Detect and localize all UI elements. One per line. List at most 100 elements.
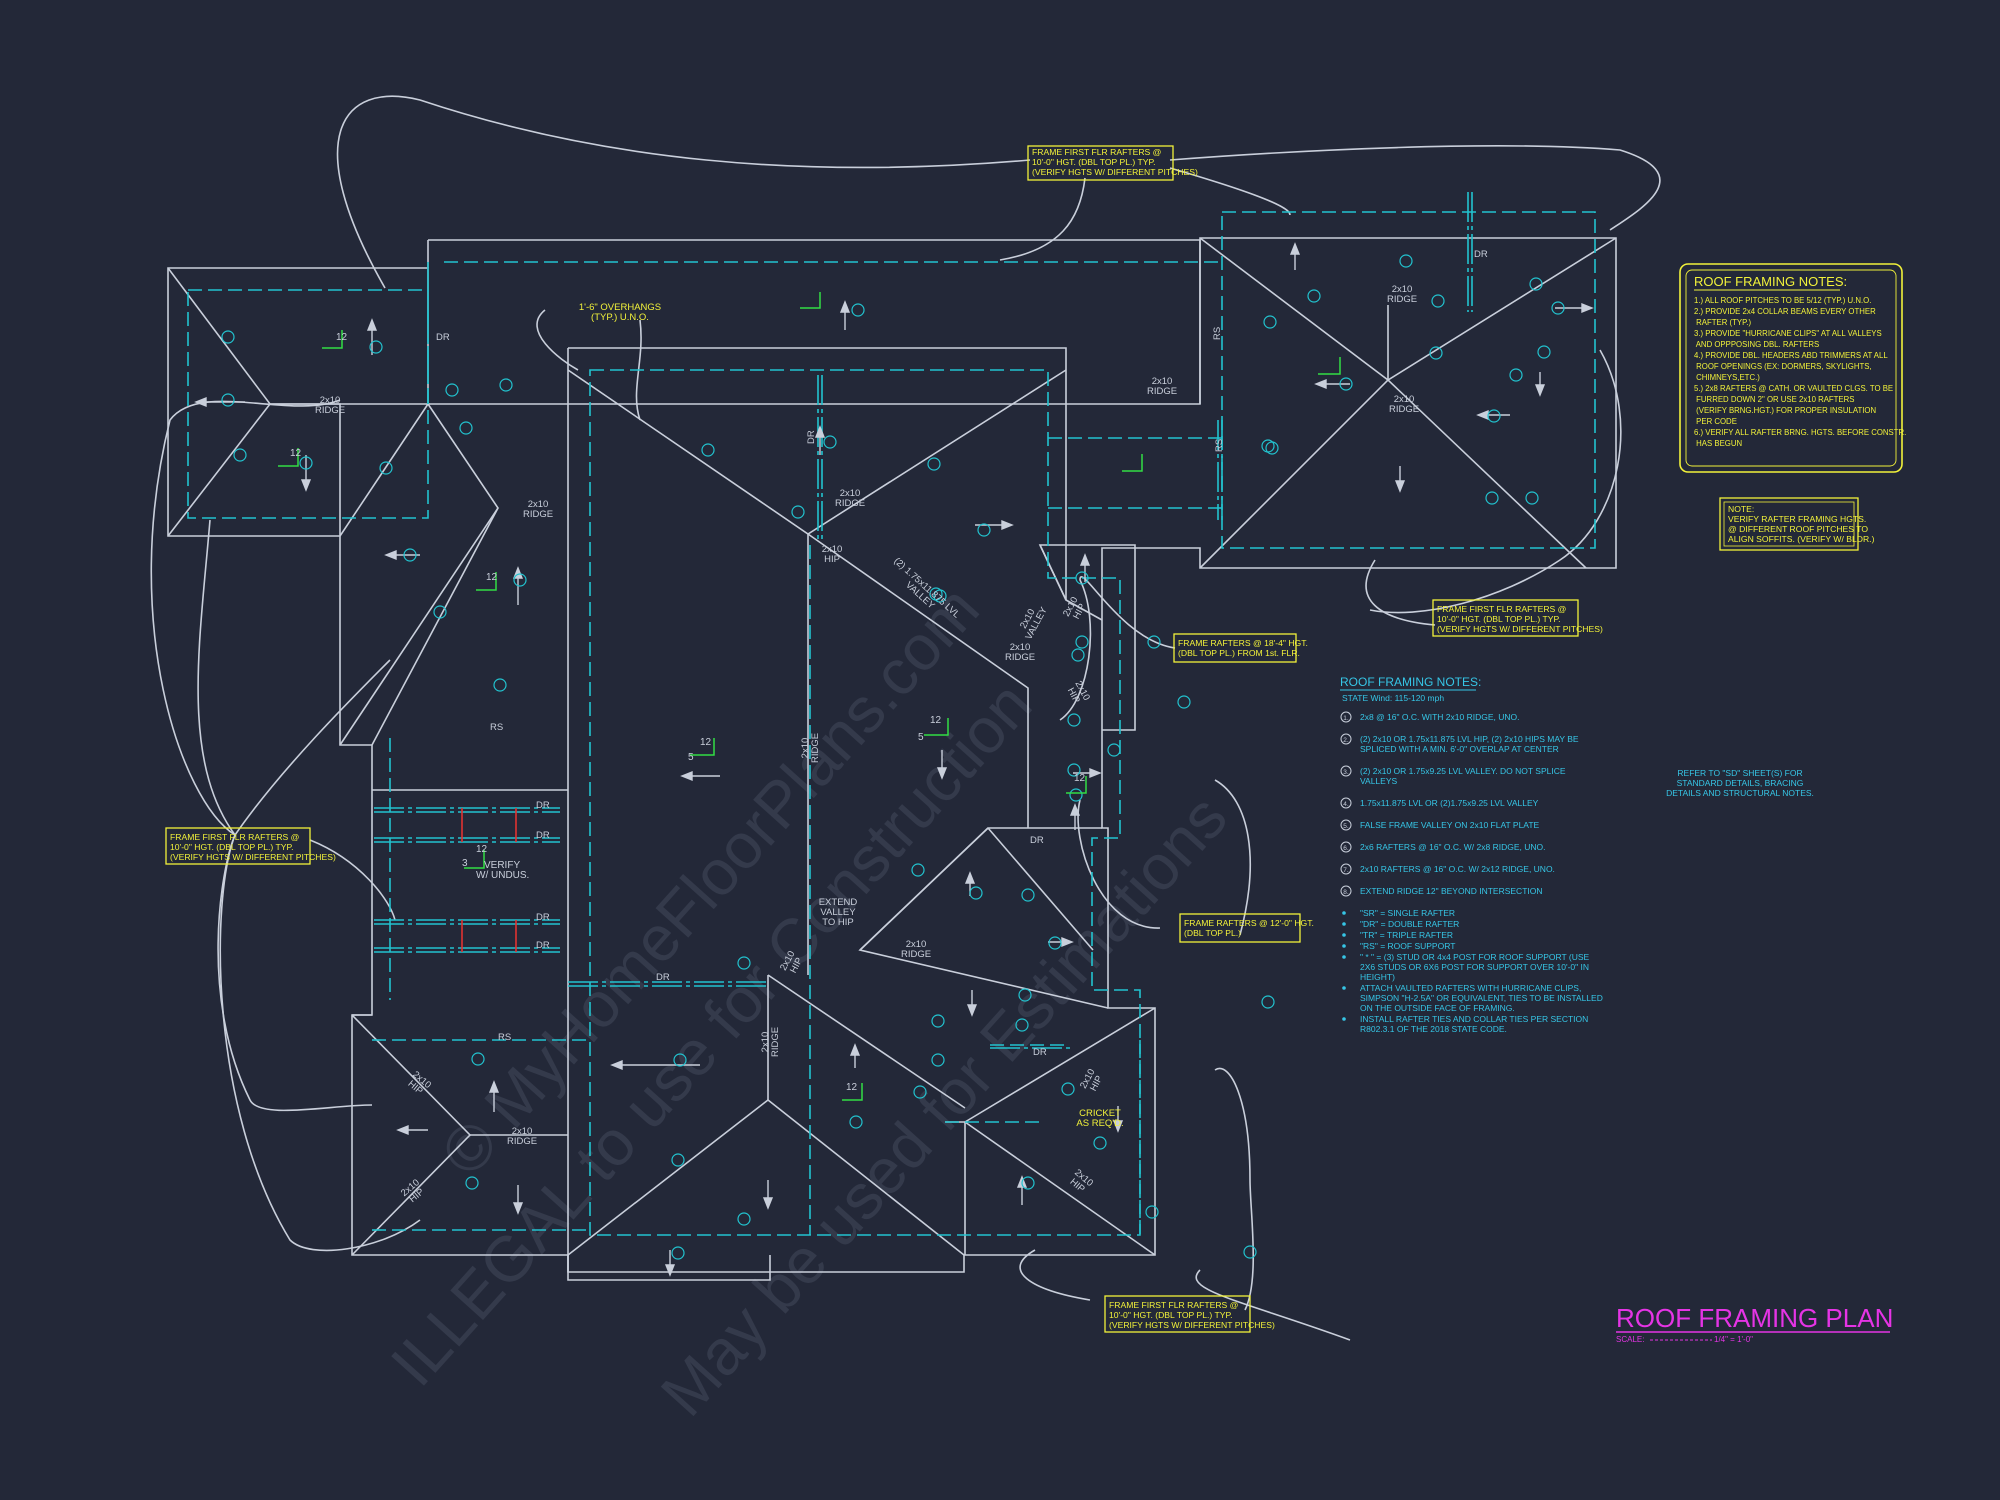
roof-note-line: 3.) PROVIDE "HURRICANE CLIPS" AT ALL VAL… [1694, 329, 1882, 338]
overhang-note: 1'-6" OVERHANGS(TYP.) U.N.O. [579, 302, 661, 323]
framing-notes: ROOF FRAMING NOTES: STATE Wind: 115-120 … [1340, 675, 1603, 1034]
framing-note-text: (2) 2x10 OR 1.75x11.875 LVL HIP, (2) 2x1… [1360, 734, 1579, 744]
framing-notes-items: 1.2x8 @ 16" O.C. WITH 2x10 RIDGE, UNO.2.… [1340, 711, 1603, 1034]
roof-note-line: 4.) PROVIDE DBL. HEADERS ABD TRIMMERS AT… [1694, 351, 1888, 360]
callout-text: FRAME FIRST FLR RAFTERS @10'-0" HGT. (DB… [1437, 604, 1603, 634]
pitch-label: 12 [846, 1082, 858, 1093]
framing-notes-subtitle: STATE Wind: 115-120 mph [1342, 693, 1444, 703]
bullet-dot [1342, 922, 1346, 926]
roof-support-label: RS [1212, 327, 1223, 340]
double-rafter-label: DR [1474, 249, 1488, 260]
roof-note-line: 5.) 2x8 RAFTERS @ CATH. OR VAULTED CLGS.… [1694, 384, 1893, 393]
roof-note-line: 6.) VERIFY ALL RAFTER BRNG. HGTS. BEFORE… [1694, 428, 1906, 437]
note-number-circle [1340, 863, 1352, 875]
bullet-dot [1342, 933, 1346, 937]
framing-note-text: VALLEYS [1360, 776, 1398, 786]
pitch-label: 12 [1074, 773, 1086, 784]
scale-label: SCALE: [1616, 1335, 1644, 1344]
framing-note-text: FALSE FRAME VALLEY ON 2x10 FLAT PLATE [1360, 820, 1540, 830]
roof-notes-title: ROOF FRAMING NOTES: [1694, 274, 1847, 289]
roof-note-line: 2.) PROVIDE 2x4 COLLAR BEAMS EVERY OTHER [1694, 307, 1876, 316]
verify-note-text: NOTE:VERIFY RAFTER FRAMING HGTS.@ DIFFER… [1728, 504, 1875, 544]
pitch-label: 12 [336, 332, 348, 343]
note-number: 2. [1343, 737, 1349, 744]
roof-note-line: RAFTER (TYP.) [1694, 318, 1751, 327]
framing-note-text: 2x10 RAFTERS @ 16" O.C. W/ 2x12 RIDGE, U… [1360, 864, 1555, 874]
pitch-label: 5 [688, 752, 694, 763]
ridge-label: 2x10RIDGE [800, 733, 821, 763]
roof-support-marks [461, 808, 517, 952]
reference-circles [221, 254, 1565, 1260]
callout-text: FRAME FIRST FLR RAFTERS @10'-0" HGT. (DB… [1109, 1300, 1275, 1330]
note-number-circle [1340, 711, 1352, 723]
roof-support-label: RS [490, 722, 503, 733]
note-number: 7. [1343, 867, 1349, 874]
framing-bullet-text: "SR" = SINGLE RAFTER [1360, 908, 1455, 918]
pitch-label: 12 [700, 737, 712, 748]
double-rafter-label: DR [1033, 1047, 1047, 1058]
framing-bullet-text: "TR" = TRIPLE RAFTER [1360, 930, 1453, 940]
pitch-label: 5 [918, 732, 924, 743]
bullet-dot [1342, 986, 1346, 990]
framing-bullet-text: ATTACH VAULTED RAFTERS WITH HURRICANE CL… [1360, 983, 1581, 993]
double-rafter-label: DR [536, 912, 550, 923]
sheet-title-text: ROOF FRAMING PLAN [1616, 1303, 1893, 1333]
framing-bullet-text: "DR" = DOUBLE RAFTER [1360, 919, 1459, 929]
double-rafter-label: DR [806, 430, 817, 444]
pitch-labels: 12 12 12 12 12 12 12 12 5 5 3 [290, 332, 1086, 1093]
rafter-direction-arrows [194, 242, 1594, 1277]
framing-note-text: 1.75x11.875 LVL OR (2)1.75x9.25 LVL VALL… [1360, 798, 1539, 808]
pitch-label: 3 [462, 858, 468, 869]
roof-support-label: RS [1214, 439, 1225, 452]
bullet-dot [1342, 1017, 1346, 1021]
framing-note-text: 2x8 @ 16" O.C. WITH 2x10 RIDGE, UNO. [1360, 712, 1520, 722]
note-number-circle [1340, 885, 1352, 897]
framing-bullet-text: R802.3.1 OF THE 2018 STATE CODE. [1360, 1024, 1507, 1034]
framing-bullet-text: INSTALL RAFTER TIES AND COLLAR TIES PER … [1360, 1014, 1588, 1024]
double-rafter-label: DR [536, 800, 550, 811]
framing-bullet-text: 2X6 STUDS OR 6X6 POST FOR SUPPORT OVER 1… [1360, 962, 1589, 972]
callout-text: FRAME RAFTERS @ 18'-4" HGT.(DBL TOP PL.)… [1178, 638, 1308, 658]
roof-note-line: ROOF OPENINGS (EX: DORMERS, SKYLIGHTS, [1694, 362, 1872, 371]
bullet-dot [1342, 955, 1346, 959]
note-number-circle [1340, 797, 1352, 809]
pitch-label: 12 [476, 844, 488, 855]
double-rafter-label: DR [436, 332, 450, 343]
framing-bullet-text: "RS" = ROOF SUPPORT [1360, 941, 1455, 951]
verify-note-box [1719, 497, 1859, 551]
note-number-circle [1340, 819, 1352, 831]
note-number-circle [1340, 733, 1352, 745]
roof-note-line: PER CODE [1694, 417, 1737, 426]
roof-note-line: CHIMNEYS,ETC.) [1694, 373, 1760, 382]
callout-text: FRAME FIRST FLR RAFTERS @10'-0" HGT. (DB… [1032, 147, 1198, 177]
roof-support-label: RS [498, 1032, 511, 1043]
callout-box [1432, 599, 1579, 637]
roof-note-line: 1.) ALL ROOF PITCHES TO BE 5/12 (TYP.) U… [1694, 296, 1871, 305]
leader-lines [150, 95, 1661, 1341]
callout-box [1027, 145, 1174, 181]
sheet-title: ROOF FRAMING PLAN SCALE: 1/4" = 1'-0" [1616, 1303, 1893, 1344]
callout-box [1173, 633, 1297, 663]
roof-note-line: HAS BEGUN [1694, 439, 1742, 448]
pitch-label: 12 [290, 448, 302, 459]
roof-notes-box: ROOF FRAMING NOTES: 1.) ALL ROOF PITCHES… [1679, 263, 1906, 473]
framing-bullet-text: SIMPSON "H-2.5A" OR EQUIVALENT, TIES TO … [1360, 993, 1603, 1003]
framing-note-text: (2) 2x10 OR 1.75x9.25 LVL VALLEY. DO NOT… [1360, 766, 1566, 776]
framing-note-text: EXTEND RIDGE 12" BEYOND INTERSECTION [1360, 886, 1543, 896]
note-number: 6. [1343, 845, 1349, 852]
bullet-dot [1342, 911, 1346, 915]
scale-value: 1/4" = 1'-0" [1714, 1335, 1753, 1344]
framing-note-text: 2x6 RAFTERS @ 16" O.C. W/ 2x8 RIDGE, UNO… [1360, 842, 1545, 852]
framing-bullet-text: HEIGHT) [1360, 972, 1395, 982]
